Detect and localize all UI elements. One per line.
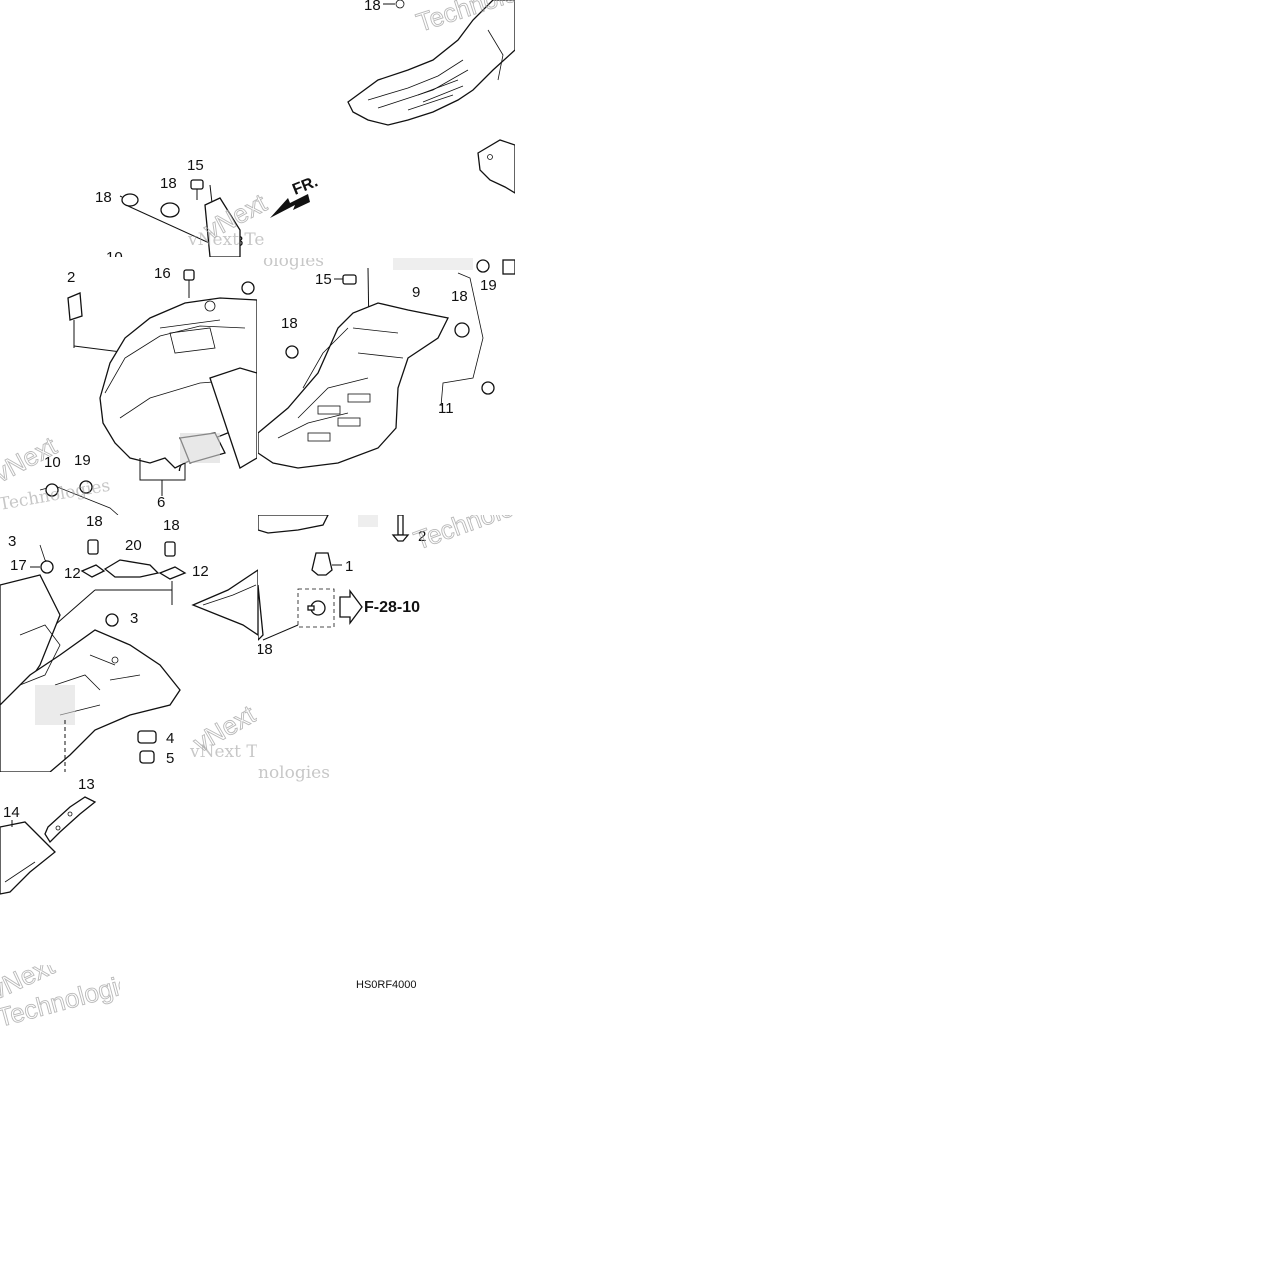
callout-label: 9 — [412, 284, 420, 301]
callout-label: 18 — [86, 515, 103, 530]
rivet-detail-box — [297, 588, 335, 628]
diagram-tile-rivet-reference: 2 1 18 F-28-10 Technologies — [258, 515, 515, 665]
watermark-text: Technologies — [410, 515, 515, 556]
callout-label: 20 — [125, 537, 142, 554]
watermark-strip: nologies — [258, 763, 330, 783]
diagram-code-svg: HS0RF4000 — [356, 979, 417, 991]
front-fender-drawing: 3 17 18 12 20 18 12 3 4 5 vNext Tec vNex… — [0, 515, 257, 772]
watermark-bottom: vNext Technologies — [0, 965, 120, 1033]
floor-panel-top-drawing: 18 Technologies — [347, 0, 515, 126]
callout-label: 16 — [154, 265, 171, 282]
callout-label: 18 — [258, 641, 273, 658]
callout-label: 11 — [438, 400, 454, 417]
bracket-fragment-drawing — [477, 139, 515, 194]
callout-label: 12 — [192, 563, 209, 580]
fasteners-drawing: 15 18 18 10 8 FR. vNext Te vNext — [95, 157, 320, 257]
callout-label: 5 — [166, 750, 174, 767]
callout-label: 18 — [160, 175, 177, 192]
diagram-code: HS0RF4000 — [356, 979, 417, 991]
rivet-reference-drawing: 2 1 18 F-28-10 Technologies — [258, 515, 515, 658]
watermark-text: ologies — [263, 258, 324, 271]
watermark-text: vNext Tec — [189, 742, 257, 762]
diagram-tile-watermark-strip: nologies — [258, 762, 338, 784]
callout-label: 4 — [166, 730, 174, 747]
watermark-text: vNext — [0, 430, 62, 488]
direction-arrow-icon — [270, 194, 310, 218]
watermark-text: nologies — [258, 763, 330, 783]
diagram-tile-bracket-fragment — [470, 135, 515, 200]
callout-label: 3 — [130, 610, 138, 627]
diagram-tile-rear-fender: 2 16 10 19 7 6 vNext Technologies — [0, 258, 257, 515]
callout-label: 14 — [3, 804, 20, 821]
diagram-tile-watermark-bottom: vNext Technologies — [0, 965, 120, 1035]
diagram-tile-fender-flap — [188, 565, 258, 645]
callout-label: 2 — [67, 269, 75, 286]
callout-label: 18 — [364, 0, 381, 14]
diagram-tile-floor-panel: 15 9 18 19 18 11 ologies — [258, 258, 515, 515]
callout-label: 18 — [281, 315, 298, 332]
callout-label: 18 — [163, 517, 180, 534]
callout-label: 15 — [187, 157, 204, 174]
direction-arrow-label: FR. — [290, 173, 320, 198]
callout-label: 7 — [176, 458, 184, 475]
callout-label: 19 — [74, 452, 91, 469]
fender-flap-drawing — [191, 569, 258, 636]
floor-panel-drawing: 15 9 18 19 18 11 ologies — [258, 258, 515, 469]
watermark-text: vNext Te — [187, 230, 264, 250]
reference-arrow-icon — [339, 589, 363, 625]
reference-link[interactable]: F-28-10 — [364, 599, 420, 616]
callout-label: 10 — [106, 249, 123, 257]
callout-label: 13 — [78, 776, 95, 793]
callout-label: 6 — [157, 494, 165, 511]
callout-label: 18 — [451, 288, 468, 305]
diagram-tile-fasteners-fr: 15 18 18 10 8 FR. vNext Te vNext — [90, 150, 335, 257]
diagram-tile-front-fender: 3 17 18 12 20 18 12 3 4 5 vNext Tec vNex… — [0, 515, 257, 772]
callout-label: 17 — [10, 557, 27, 574]
callout-label: 10 — [44, 454, 61, 471]
diagram-tile-mud-flap: 13 14 — [0, 772, 120, 902]
callout-label: 15 — [315, 271, 332, 288]
diagram-code-box: HS0RF4000 — [350, 974, 430, 994]
watermark-text: Technologies — [0, 476, 112, 515]
callout-label: 19 — [480, 277, 497, 294]
callout-label: 12 — [64, 565, 81, 582]
diagram-tile-floor-top: 18 Technologies — [258, 0, 515, 130]
mud-flap-drawing: 13 14 — [0, 776, 97, 895]
rear-fender-drawing: 2 16 10 19 7 6 vNext Technologies — [0, 265, 257, 515]
callout-label: 1 — [345, 558, 353, 575]
callout-label: 2 — [418, 528, 426, 545]
callout-label: 3 — [8, 533, 16, 550]
callout-label: 18 — [95, 189, 112, 206]
